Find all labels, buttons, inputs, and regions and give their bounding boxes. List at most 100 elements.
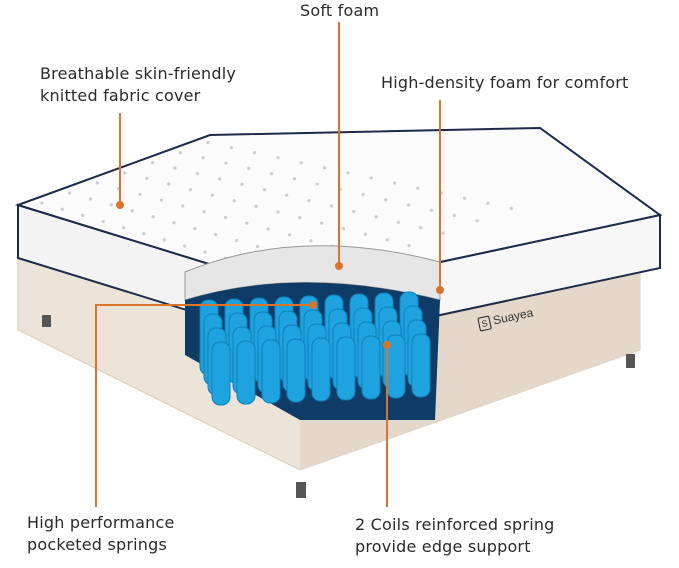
tuft [322,166,327,170]
tuft [60,207,64,211]
tuft [309,238,313,243]
tuft [202,210,206,214]
tuft [374,215,378,219]
tuft [173,166,177,170]
label-cover: Breathable skin-friendly knitted fabric … [40,64,237,105]
tuft [40,201,44,205]
tuft [145,176,149,180]
tuft [121,225,126,230]
tuft [276,210,280,214]
pocket-spring [286,338,306,403]
tuft [452,213,456,218]
tuft [224,161,228,165]
tuft [214,233,218,237]
tuft [162,238,166,242]
pocket-spring [236,340,256,405]
tuft [407,243,411,248]
tuft [299,161,303,165]
tuft [509,206,513,210]
tuft [285,193,289,197]
tuft [254,204,258,208]
tuft [245,221,249,225]
tuft [255,244,260,249]
tuft [392,181,397,185]
tuft [167,182,171,186]
tuft [203,250,207,254]
callout-dot [383,341,391,349]
tuft [193,227,197,231]
pocket-spring [261,339,281,404]
tuft [101,219,105,224]
pocket-spring [311,337,331,402]
tuft [181,204,185,208]
tuft [396,220,401,224]
tuft [172,221,176,225]
tuft [292,177,297,181]
tuft [95,181,99,185]
tuft [218,177,222,181]
tuft [123,171,127,175]
tuft [183,244,187,248]
tuft [201,156,205,160]
label-springs: High performance pocketed springs [27,513,175,554]
tuft [240,182,244,186]
tuft [88,197,93,201]
tuft [419,226,423,230]
tuft [341,227,346,231]
tuft [130,209,134,213]
tuft [315,182,319,186]
bed-leg [626,354,635,368]
tuft [253,151,257,155]
tuft [346,171,350,175]
tuft [188,187,193,192]
tuft [67,191,72,195]
tuft [429,208,434,212]
tuft [142,232,146,236]
tuft [266,227,270,231]
tuft [352,209,356,214]
tuft [138,192,142,197]
tuft [320,221,324,225]
pocket-spring [361,335,381,400]
tuft [151,215,155,219]
pocket-spring [211,341,231,406]
tuft [229,145,233,150]
callout-dot [309,301,317,309]
tuft [235,238,239,243]
tuft [109,203,113,207]
tuft [262,188,266,192]
callout-dot [436,286,444,294]
tuft [462,196,467,200]
pocket-spring [336,336,356,401]
tuft [329,204,333,208]
tuft [416,186,420,190]
tuft [287,233,292,237]
label-coils: 2 Coils reinforced spring provide edge s… [355,515,555,556]
tuft [307,199,311,203]
tuft [270,171,274,176]
tuft [407,203,411,207]
label-high-density: High-density foam for comfort [381,73,629,92]
tuft [232,199,236,203]
tuft [363,232,367,236]
tuft [276,156,280,160]
tuft [159,198,163,202]
tuft [210,193,214,197]
bed-leg [42,315,51,327]
pocket-spring [411,333,431,398]
tuft [247,166,251,170]
label-soft-foam: Soft foam [300,1,380,20]
callout-dot [335,262,343,270]
tuft [486,201,490,205]
tuft [384,198,388,202]
tuft [206,140,210,145]
tuft [475,219,479,223]
tuft [178,151,182,155]
bed-leg [296,482,306,498]
tuft [195,171,199,176]
tuft [441,231,445,235]
tuft [298,215,302,220]
tuft [223,215,228,220]
